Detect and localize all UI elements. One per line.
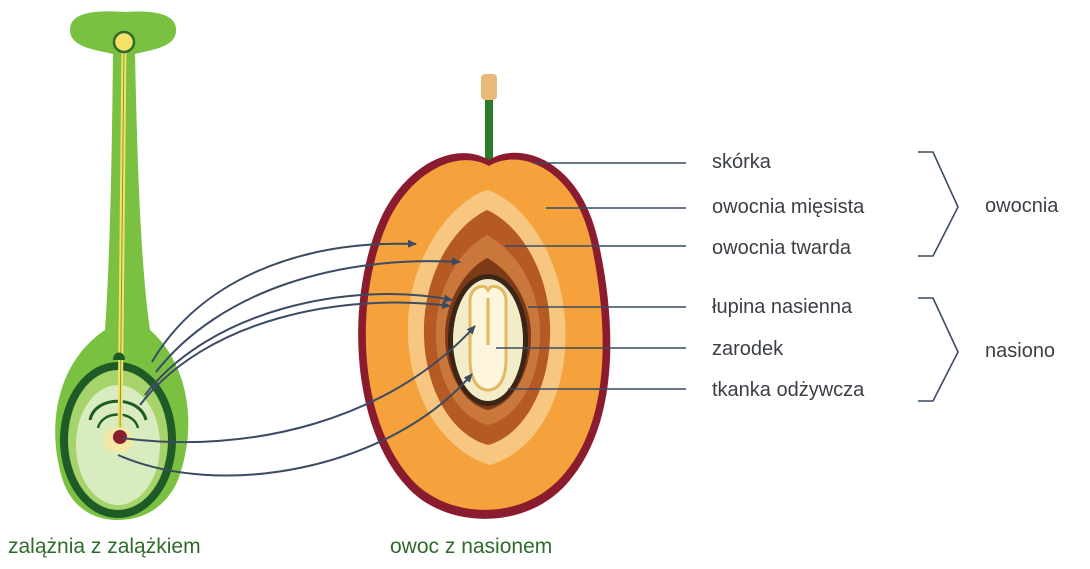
- caption-fruit: owoc z nasionem: [390, 536, 552, 557]
- fruit-figure: [358, 74, 610, 519]
- caption-ovary: zalążnia z zalążkiem: [8, 536, 201, 557]
- label-skorka: skórka: [712, 152, 771, 172]
- label-owocnia-miesista: owocnia mięsista: [712, 197, 864, 217]
- brace-nasiono: [918, 298, 958, 401]
- label-tkanka-odzywcza: tkanka odżywcza: [712, 380, 864, 400]
- label-zarodek: zarodek: [712, 339, 783, 359]
- egg-cell: [113, 430, 127, 444]
- stalk-tip: [481, 74, 497, 100]
- stalk: [485, 96, 493, 160]
- label-nasiono: nasiono: [985, 341, 1055, 361]
- braces: [918, 152, 958, 401]
- label-owocnia-twarda: owocnia twarda: [712, 238, 851, 258]
- brace-owocnia: [918, 152, 958, 256]
- pollen-grain: [114, 32, 134, 52]
- label-lupina-nasienna: łupina nasienna: [712, 297, 852, 317]
- label-owocnia: owocnia: [985, 196, 1058, 216]
- ovary-figure: [55, 11, 188, 520]
